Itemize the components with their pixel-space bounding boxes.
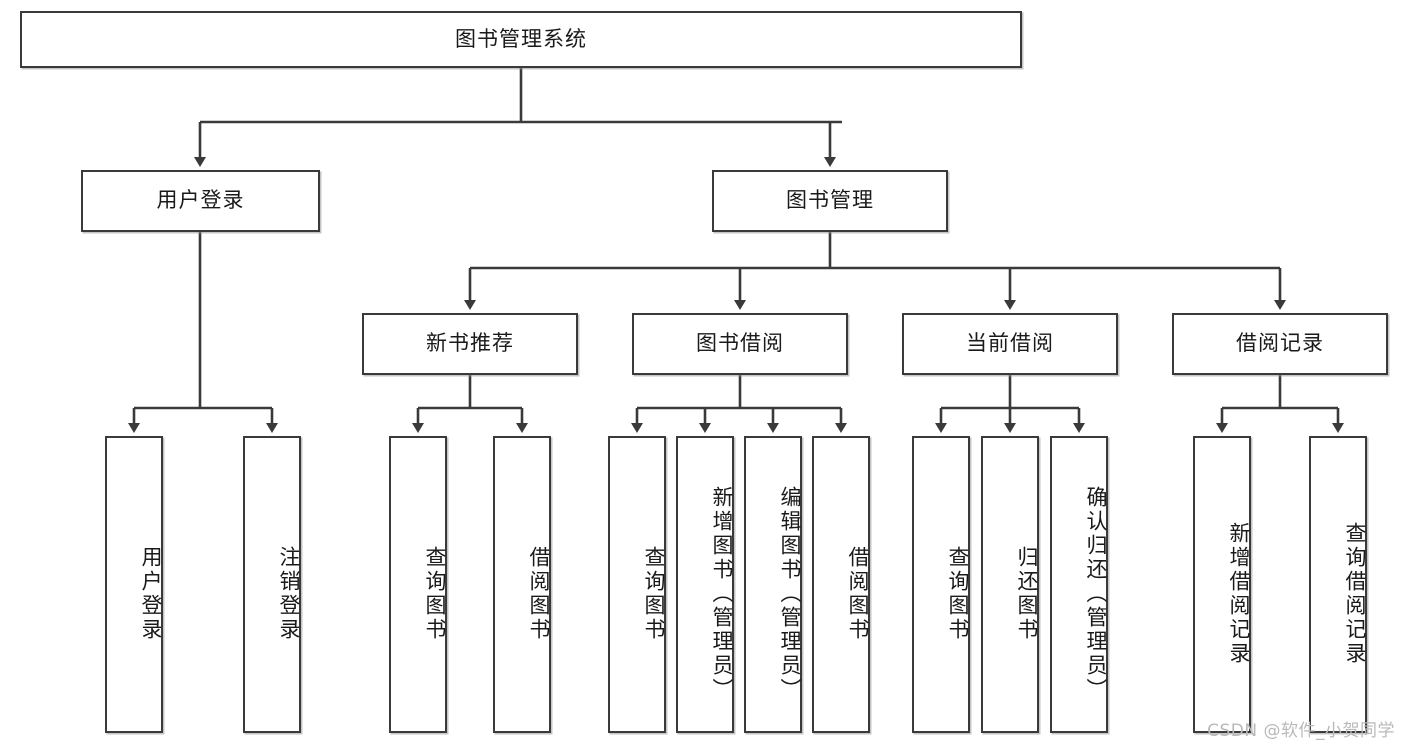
node-label: 新增借阅记录 xyxy=(1227,521,1251,666)
node-label: 图书管理系统 xyxy=(455,26,587,51)
leaf-current-borrow-return[interactable]: 归还图书 xyxy=(981,436,1039,733)
leaf-user-login-login[interactable]: 用户登录 xyxy=(105,436,163,733)
node-label: 用户登录 xyxy=(156,188,245,213)
csdn-watermark: CSDN @软件_小贺同学 xyxy=(1207,721,1395,741)
node-label: 新增图书（管理员） xyxy=(710,485,734,702)
node-root-book-management-system[interactable]: 图书管理系统 xyxy=(20,11,1022,68)
node-label: 图书管理 xyxy=(786,188,874,213)
node-label: 新书推荐 xyxy=(426,331,514,356)
node-label: 查询借阅记录 xyxy=(1343,521,1367,666)
leaf-borrow-record-query[interactable]: 查询借阅记录 xyxy=(1309,436,1367,733)
leaf-current-borrow-query[interactable]: 查询图书 xyxy=(912,436,970,733)
node-label: 借阅图书 xyxy=(527,545,551,642)
leaf-book-borrow-borrow[interactable]: 借阅图书 xyxy=(812,436,870,733)
node-book-borrow[interactable]: 图书借阅 xyxy=(632,313,848,375)
node-label: 用户登录 xyxy=(139,545,163,642)
leaf-book-borrow-query[interactable]: 查询图书 xyxy=(608,436,666,733)
leaf-user-login-logout[interactable]: 注销登录 xyxy=(243,436,301,733)
node-label: 确认归还（管理员） xyxy=(1084,485,1108,702)
leaf-book-borrow-add[interactable]: 新增图书（管理员） xyxy=(676,436,734,733)
leaf-current-borrow-confirm-return[interactable]: 确认归还（管理员） xyxy=(1050,436,1108,733)
node-label: 查询图书 xyxy=(642,545,666,642)
node-label: 编辑图书（管理员） xyxy=(778,485,802,702)
node-label: 查询图书 xyxy=(423,545,447,642)
node-label: 注销登录 xyxy=(277,545,301,642)
leaf-new-book-query[interactable]: 查询图书 xyxy=(389,436,447,733)
node-current-borrow[interactable]: 当前借阅 xyxy=(902,313,1118,375)
node-user-login[interactable]: 用户登录 xyxy=(81,170,320,232)
node-label: 查询图书 xyxy=(946,545,970,642)
node-book-management[interactable]: 图书管理 xyxy=(712,170,948,232)
leaf-borrow-record-add[interactable]: 新增借阅记录 xyxy=(1193,436,1251,733)
node-label: 图书借阅 xyxy=(696,331,784,356)
node-label: 借阅记录 xyxy=(1236,331,1324,356)
leaf-book-borrow-edit[interactable]: 编辑图书（管理员） xyxy=(744,436,802,733)
node-new-book-recommend[interactable]: 新书推荐 xyxy=(362,313,578,375)
node-label: 归还图书 xyxy=(1015,545,1039,642)
node-borrow-record[interactable]: 借阅记录 xyxy=(1172,313,1388,375)
leaf-new-book-borrow[interactable]: 借阅图书 xyxy=(493,436,551,733)
node-label: 借阅图书 xyxy=(846,545,870,642)
node-label: 当前借阅 xyxy=(966,331,1054,356)
